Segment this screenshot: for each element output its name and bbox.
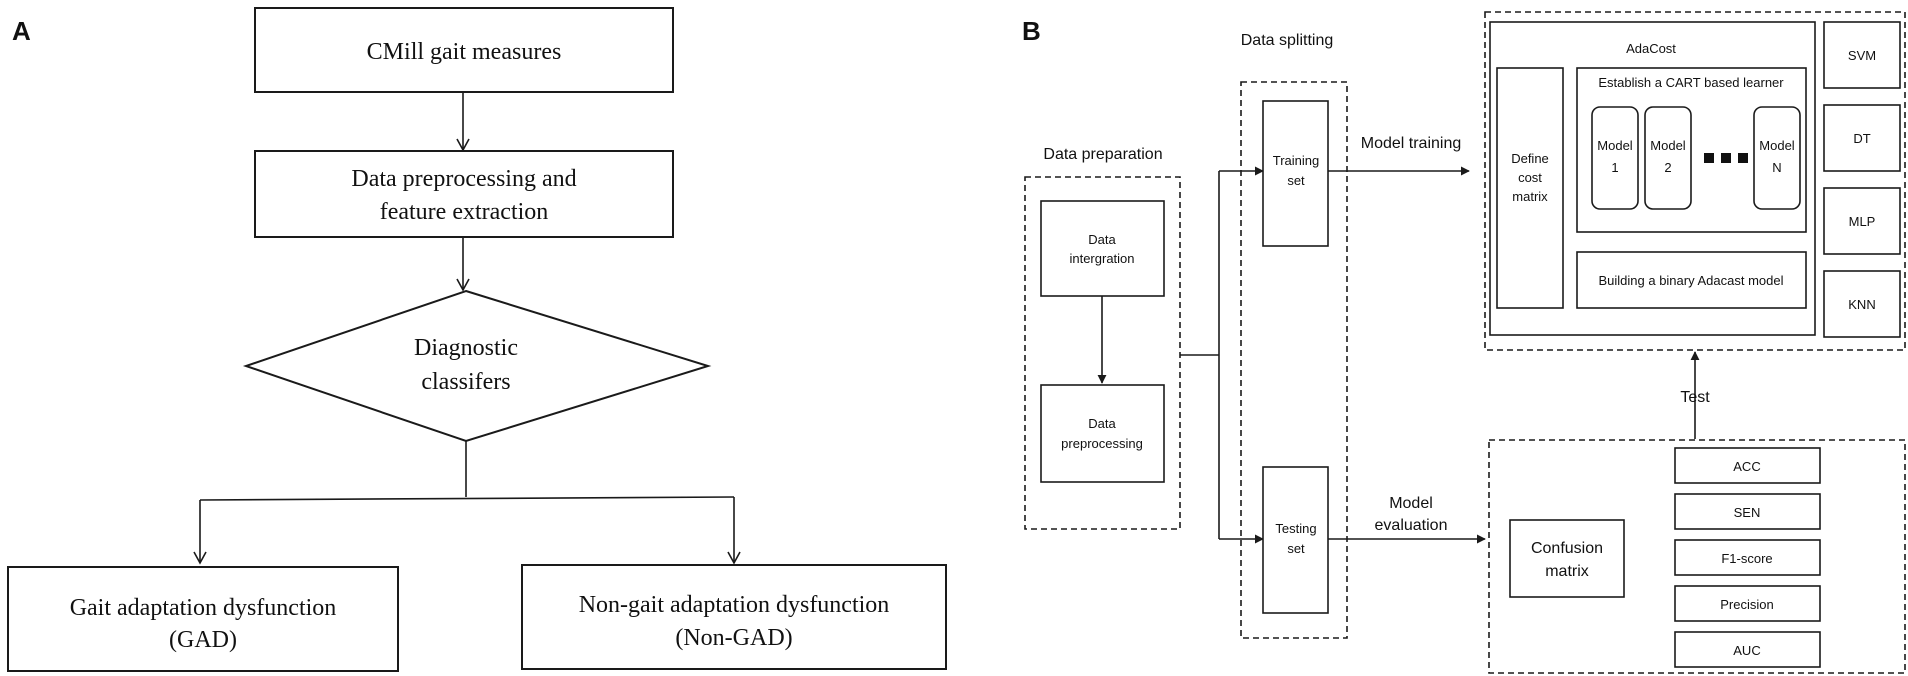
metric-acc-label: ACC [1733, 459, 1760, 474]
panel-b: B Data preparation Data intergration Dat… [1022, 11, 1906, 674]
diagnostic-label-line1: Diagnostic [414, 335, 518, 361]
gad-box [7, 566, 399, 672]
define-cost-matrix-line3: matrix [1512, 189, 1548, 204]
branch-line [199, 496, 735, 501]
model-1-line2: 1 [1611, 160, 1618, 175]
metric-sen-box [1674, 493, 1821, 530]
model-1-line1: Model [1597, 138, 1633, 153]
training-set-box [1262, 100, 1329, 247]
metric-precision-box [1674, 585, 1821, 622]
classifier-knn-label: KNN [1848, 297, 1875, 312]
model-2-line1: Model [1650, 138, 1686, 153]
binary-adacast-box [1576, 251, 1807, 309]
panel-a-label: A [12, 16, 31, 46]
gad-label-line1: Gait adaptation dysfunction [70, 595, 337, 621]
adacost-group [1484, 11, 1906, 351]
diagnostic-label-line2: classifers [421, 369, 510, 395]
classifier-svm-box [1823, 21, 1901, 89]
model-training-label: Model training [1361, 135, 1462, 152]
training-set-line1: Training [1273, 153, 1319, 168]
nongad-label-line2: (Non-GAD) [675, 625, 792, 651]
model-n-line1: Model [1759, 138, 1795, 153]
model-evaluation-line1: Model [1389, 495, 1433, 512]
testing-set-line2: set [1287, 541, 1305, 556]
preprocess-label-line1: Data preprocessing and [351, 166, 576, 192]
data-preprocessing-box [1040, 384, 1165, 483]
data-integration-line1: Data [1088, 232, 1116, 247]
model-n-line2: N [1772, 160, 1781, 175]
classifier-dt-label: DT [1853, 131, 1870, 146]
model-1-box [1591, 106, 1639, 210]
cmill-box [254, 7, 674, 93]
data-preprocessing-line2: preprocessing [1061, 436, 1143, 451]
model-n-box [1753, 106, 1801, 210]
data-splitting-label: Data splitting [1241, 32, 1334, 49]
metric-auc-label: AUC [1733, 643, 1760, 658]
gad-label-line2: (GAD) [169, 627, 237, 653]
metric-auc-box [1674, 631, 1821, 668]
ellipsis-dots [1704, 153, 1748, 163]
panel-a: A CMill gait measures Data preprocessing… [7, 7, 947, 672]
model-evaluation-line2: evaluation [1375, 517, 1448, 534]
diagnostic-diamond [242, 289, 712, 443]
test-label: Test [1680, 389, 1710, 406]
data-splitting-group [1240, 81, 1348, 639]
confusion-matrix-box [1509, 519, 1625, 598]
model-2-line2: 2 [1664, 160, 1671, 175]
metric-f1-box [1674, 539, 1821, 576]
data-preparation-group [1024, 176, 1181, 530]
nongad-label-line1: Non-gait adaptation dysfunction [579, 592, 890, 618]
classifier-mlp-label: MLP [1849, 214, 1876, 229]
model-2-box [1644, 106, 1692, 210]
preprocess-box [254, 150, 674, 238]
metric-sen-label: SEN [1734, 505, 1761, 520]
confusion-matrix-line2: matrix [1545, 563, 1589, 580]
define-cost-matrix-line1: Define [1511, 151, 1549, 166]
classifier-svm-label: SVM [1848, 48, 1876, 63]
binary-adacast-label: Building a binary Adacast model [1598, 273, 1783, 288]
evaluation-group [1488, 439, 1906, 674]
preprocess-label-line2: feature extraction [380, 199, 549, 225]
confusion-matrix-line1: Confusion [1531, 540, 1603, 557]
testing-set-box [1262, 466, 1329, 614]
classifier-mlp-box [1823, 187, 1901, 255]
data-preprocessing-line1: Data [1088, 416, 1116, 431]
define-cost-matrix-line2: cost [1518, 170, 1542, 185]
data-preparation-label: Data preparation [1043, 146, 1162, 163]
data-integration-box [1040, 200, 1165, 297]
nongad-box [521, 564, 947, 670]
classifier-dt-box [1823, 104, 1901, 172]
training-set-line2: set [1287, 173, 1305, 188]
classifier-knn-box [1823, 270, 1901, 338]
cart-learner-label: Establish a CART based learner [1598, 75, 1784, 90]
metric-acc-box [1674, 447, 1821, 484]
testing-set-line1: Testing [1275, 521, 1316, 536]
adacost-label: AdaCost [1626, 41, 1676, 56]
metric-f1-label: F1-score [1721, 551, 1772, 566]
data-integration-line2: intergration [1069, 251, 1134, 266]
panel-b-label: B [1022, 16, 1041, 46]
metric-precision-label: Precision [1720, 597, 1773, 612]
cmill-label: CMill gait measures [367, 39, 562, 65]
define-cost-matrix-box [1496, 67, 1564, 309]
